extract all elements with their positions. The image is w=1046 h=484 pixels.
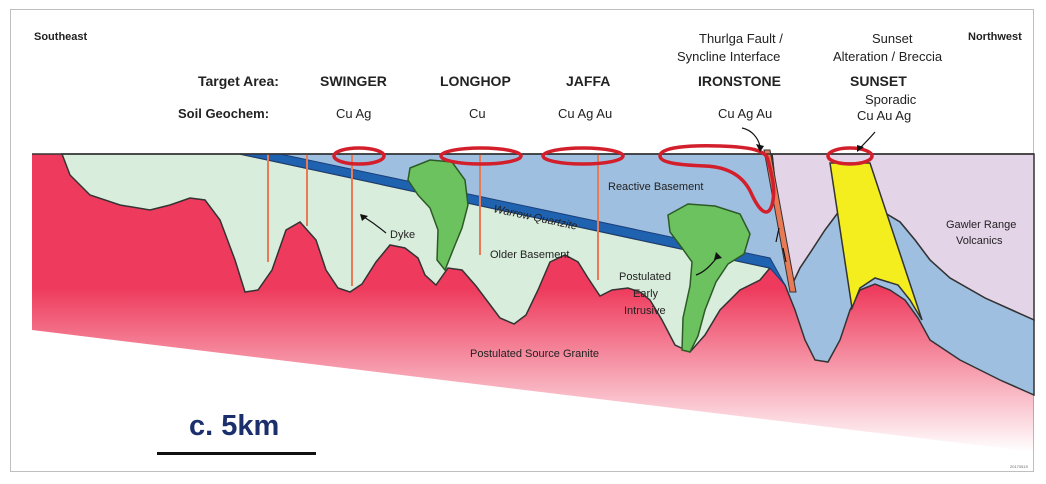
dyke-label: Dyke [390,229,415,241]
ironstone-subtitle-line1: Thurlga Fault / [699,31,783,46]
soil-geochem-label: Soil Geochem: [178,106,269,121]
early-intrusive-label-line3: Intrusive [624,305,666,317]
older-basement-label: Older Basement [490,249,569,261]
target-name-jaffa: JAFFA [566,73,610,89]
ironstone-callout-arrow [742,128,760,146]
geochem-swinger: Cu Ag [336,106,371,121]
scale-label: c. 5km [189,410,279,443]
sunset-callout-arrow [860,132,875,148]
figure-code: 20170519 [1010,464,1029,469]
direction-right-label: Northwest [968,31,1022,43]
target-name-longhop: LONGHOP [440,73,511,89]
gawler-label-line1: Gawler Range [946,219,1016,231]
reactive-basement-label: Reactive Basement [608,181,703,193]
geochem-sunset-line2: Cu Au Ag [857,108,911,123]
early-intrusive-label-line2: Early [633,288,659,300]
target-name-sunset: SUNSET [850,73,907,89]
geochem-ironstone: Cu Ag Au [718,106,772,121]
gawler-label-line2: Volcanics [956,235,1003,247]
direction-left-label: Southeast [34,31,88,43]
source-granite-label: Postulated Source Granite [470,348,599,360]
scale-bar [157,452,316,455]
geochem-longhop: Cu [469,106,486,121]
ironstone-subtitle-line2: Syncline Interface [677,49,780,64]
geochem-sunset-line1: Sporadic [865,92,917,107]
target-name-ironstone: IRONSTONE [698,73,781,89]
target-area-label: Target Area: [198,73,279,89]
target-name-swinger: SWINGER [320,73,387,89]
early-intrusive-label-line1: Postulated [619,271,671,283]
geochem-jaffa: Cu Ag Au [558,106,612,121]
sunset-subtitle-line2: Alteration / Breccia [833,49,943,64]
sunset-subtitle-line1: Sunset [872,31,913,46]
